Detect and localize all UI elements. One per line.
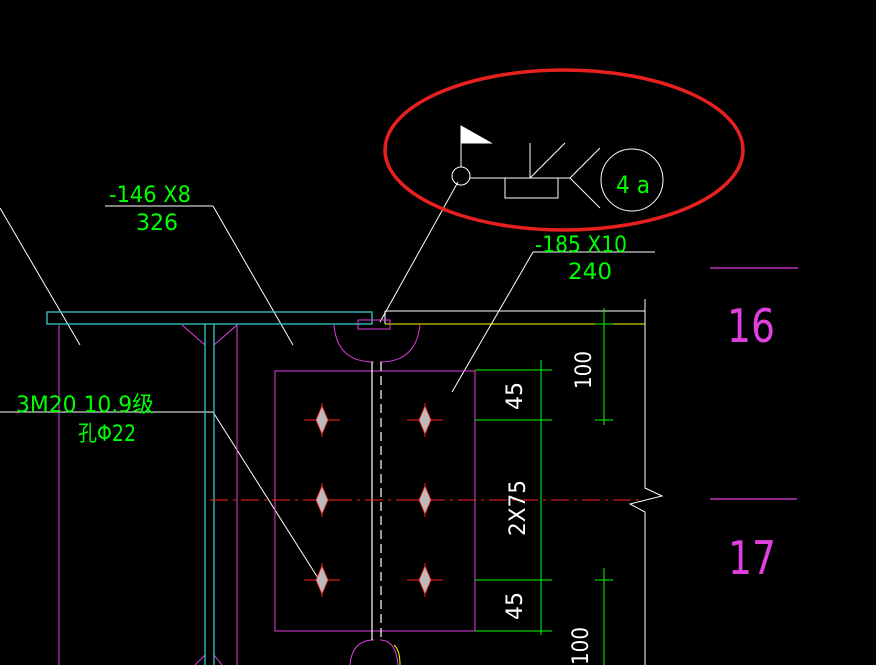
bolt-3 [304, 483, 340, 517]
plate-2-length-label: 240 [568, 260, 612, 285]
column-stiffener-left [181, 324, 206, 346]
dim-100-top-value: 100 [572, 351, 597, 389]
weld-tail-upper [569, 147, 601, 179]
bolt-group [304, 403, 443, 597]
leader-weld [379, 181, 459, 323]
bolt-diamond [315, 404, 329, 436]
column-bottom-tick-left [194, 654, 206, 665]
leader-plate-2 [451, 251, 534, 393]
dim-100-bottom-value: 100 [569, 627, 594, 665]
beam-section [46, 311, 373, 665]
dim-45-bottom-value: 45 [503, 592, 528, 620]
dim-45-top-value: 45 [503, 382, 528, 410]
break-symbol [628, 299, 664, 665]
axis-label-16: 16 [727, 299, 775, 353]
highlight-ellipse [383, 68, 745, 232]
bottom-yellow-arc [393, 644, 401, 665]
axis-markers [710, 267, 798, 500]
top-groove [357, 319, 391, 330]
bolt-6 [407, 563, 443, 597]
beam-top-flange [46, 311, 373, 325]
weld-backing-box [504, 177, 559, 199]
web-lines [371, 362, 382, 640]
weld-symbol [451, 125, 664, 212]
access-hole-top-right [379, 324, 421, 363]
bolt-hole-label: 孔Φ22 [78, 422, 136, 447]
leader-lines [0, 181, 655, 579]
leader-plate-1 [212, 205, 294, 346]
bolt-1 [304, 403, 340, 437]
bolt-diamond [418, 564, 432, 596]
bolt-4 [407, 483, 443, 517]
bolt-2 [407, 403, 443, 437]
weld-field-flag [460, 125, 493, 144]
weld-bevel-diagonal [529, 142, 566, 179]
access-hole-top-left [333, 324, 375, 363]
bolt-diamond [315, 484, 329, 516]
text-labels: -146 X8 326 -185 X10 240 3M20 10.9级 孔Φ22… [16, 171, 650, 447]
axis-label-17: 17 [728, 531, 776, 585]
column-bottom-tick-right [213, 654, 223, 665]
leader-left-edge [0, 207, 81, 346]
bolt-diamond [418, 404, 432, 436]
bolts-spec-label: 3M20 10.9级 [16, 393, 154, 418]
access-hole-bottom-right [379, 639, 399, 665]
weld-tail-lower [569, 177, 601, 209]
column-outline [58, 324, 238, 665]
shear-plate [274, 370, 476, 632]
plate-1-size-label: -146 X8 [109, 183, 191, 208]
dimensions [475, 308, 613, 665]
plate-1-length-label: 326 [136, 211, 178, 236]
leader-bolts [212, 411, 319, 579]
bolt-diamond [418, 484, 432, 516]
column-stiffener-right [213, 324, 238, 346]
dim-2x75-value: 2X75 [506, 480, 531, 536]
weld-size-label: 4 a [616, 171, 650, 199]
weld-access-holes [333, 319, 421, 665]
access-hole-bottom-left [349, 639, 375, 665]
axis-labels: 16 17 [727, 299, 776, 585]
weld-reference-circle [600, 148, 664, 212]
dimension-values: 100 45 2X75 45 100 [503, 351, 597, 665]
bolt-5 [304, 563, 340, 597]
plate-2-size-label: -185 X10 [535, 233, 627, 258]
bolt-diamond [315, 564, 329, 596]
break-lines [384, 299, 664, 665]
